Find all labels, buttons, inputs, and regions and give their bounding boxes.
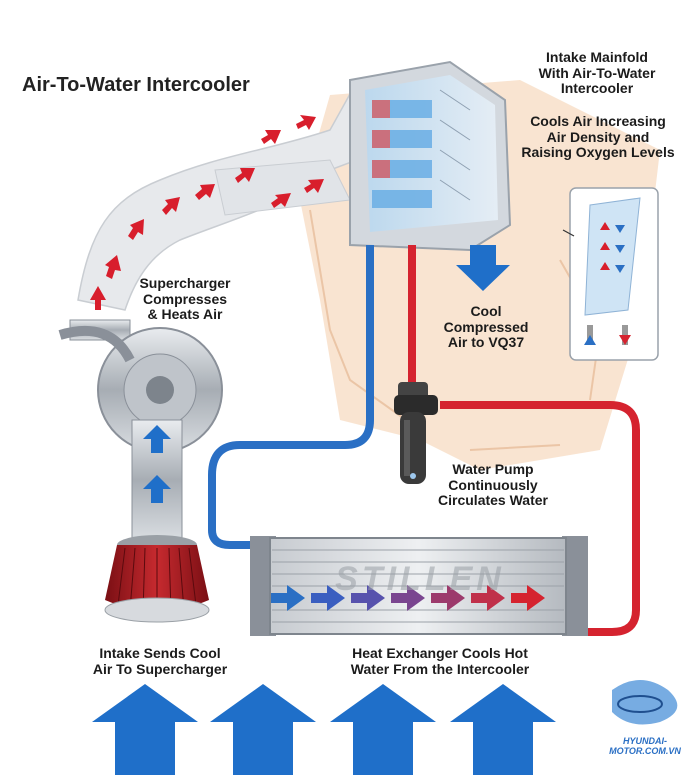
stillen-logo: STILLEN <box>335 560 505 598</box>
water-pump <box>394 382 438 484</box>
heat-exchanger-arrows <box>271 585 545 611</box>
incoming-air-arrows <box>92 684 556 775</box>
intake-label: Intake Sends Cool Air To Supercharger <box>92 645 228 677</box>
heat-exchanger-label: Heat Exchanger Cools Hot Water From the … <box>350 645 530 677</box>
cools-air-label: Cools Air Increasing Air Density and Rai… <box>521 113 675 161</box>
intake-arrows <box>143 425 171 503</box>
cool-air-arrow <box>456 245 510 291</box>
intercooler-detail <box>562 187 659 361</box>
watermark-emblem <box>612 680 678 725</box>
diagram-title: Air-To-Water Intercooler <box>22 74 250 96</box>
intake-manifold <box>349 60 512 252</box>
supercharger <box>58 319 223 453</box>
heat-exchanger <box>250 536 588 636</box>
cold-pipe <box>208 245 374 549</box>
hot-air-arrows <box>90 115 324 310</box>
supercharger-label: Supercharger Compresses & Heats Air <box>139 275 231 323</box>
air-filter <box>104 535 210 623</box>
hot-pipe-return <box>440 401 640 636</box>
intake-manifold-label: Intake Mainfold With Air-To-Water Interc… <box>538 49 656 97</box>
water-pump-label: Water Pump Continuously Circulates Water <box>438 461 548 509</box>
watermark-text: HYUNDAI-MOTOR.COM.VN <box>609 736 681 757</box>
cool-compressed-air-label: Cool Compressed Air to VQ37 <box>443 303 529 351</box>
